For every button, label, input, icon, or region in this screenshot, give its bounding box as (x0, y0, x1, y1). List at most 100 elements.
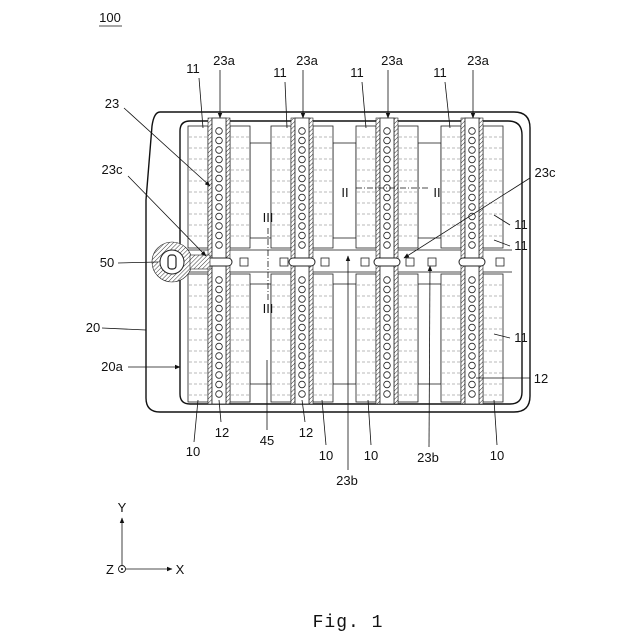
bus-bar-hole (216, 362, 223, 369)
bus-bar-hole (469, 223, 476, 230)
leader-10-a (194, 400, 198, 442)
bus-bar-hole (384, 232, 391, 239)
label-23a: 23a (467, 53, 489, 68)
bus-bar-hole (299, 147, 306, 154)
bus-bar-hole (299, 277, 306, 284)
battery-cell (356, 126, 376, 248)
bus-bar-hole (299, 213, 306, 220)
bus-bar-hole (384, 381, 391, 388)
bus-connector (459, 258, 485, 266)
bus-bar-hole (469, 128, 476, 135)
battery-cell (483, 274, 503, 402)
bus-bar-hole (216, 372, 223, 379)
bus-bar-hole (299, 194, 306, 201)
bus-bar-hole (299, 137, 306, 144)
bus-bar-hole (216, 334, 223, 341)
bus-bar-hole (469, 232, 476, 239)
bus-bar-hole (469, 156, 476, 163)
bus-bar-hole (216, 315, 223, 322)
bus-bar-hole (384, 305, 391, 312)
bus-bar-hole (469, 175, 476, 182)
battery-cell (271, 274, 291, 402)
label-12: 12 (534, 371, 548, 386)
bus-connector (289, 258, 315, 266)
leader-10-b (322, 400, 326, 445)
label-10: 10 (490, 448, 504, 463)
bus-bar-hole (216, 296, 223, 303)
bus-bar-hole (216, 194, 223, 201)
bus-bar-hole (384, 286, 391, 293)
label-20a: 20a (101, 359, 123, 374)
bus-bar-hole (469, 242, 476, 249)
label-10: 10 (364, 448, 378, 463)
duct-frame (333, 284, 356, 384)
label-23: 23 (105, 96, 119, 111)
bus-bar-hole (469, 286, 476, 293)
battery-cell (441, 126, 461, 248)
label-23b: 23b (417, 450, 439, 465)
label-section-III: III (263, 210, 274, 225)
label-section-II: II (341, 185, 348, 200)
bus-bar-hole (469, 391, 476, 398)
label-10: 10 (319, 448, 333, 463)
battery-cell (313, 274, 333, 402)
bus-bar-hole (299, 391, 306, 398)
bus-bar-hole (384, 242, 391, 249)
bus-bar-hole (384, 175, 391, 182)
label-23a: 23a (381, 53, 403, 68)
bus-bar-hole (299, 286, 306, 293)
bus-bar-hole (216, 391, 223, 398)
terminal-square (406, 258, 414, 266)
bus-bar-hole (216, 166, 223, 173)
bus-bar-hole (216, 324, 223, 331)
bus-bar-hole (469, 353, 476, 360)
bus-bar-hole (299, 175, 306, 182)
bus-bar-hole (299, 315, 306, 322)
label-23a: 23a (213, 53, 235, 68)
cell-groups (188, 118, 504, 404)
label-12: 12 (215, 425, 229, 440)
label-45: 45 (260, 433, 274, 448)
terminal-square (321, 258, 329, 266)
bus-bar-hole (216, 204, 223, 211)
bus-bar-hole (216, 128, 223, 135)
bus-bar-hole (469, 381, 476, 388)
bus-bar-hole (469, 166, 476, 173)
bus-bar-hole (384, 128, 391, 135)
bus-bar-hole (384, 204, 391, 211)
bus-bar-hole (384, 213, 391, 220)
bus-bar-hole (469, 204, 476, 211)
bus-bar-hole (299, 305, 306, 312)
bus-bar-hole (469, 315, 476, 322)
bus-bar-hole (469, 305, 476, 312)
bus-bar-hole (384, 324, 391, 331)
label-11: 11 (514, 330, 528, 345)
bus-bar-hole (299, 353, 306, 360)
battery-cell (188, 274, 208, 402)
terminal-square (496, 258, 504, 266)
bus-bar-hole (469, 185, 476, 192)
label-23a: 23a (296, 53, 318, 68)
bus-bar-hole (384, 372, 391, 379)
bus-bar-hole (469, 194, 476, 201)
label-11: 11 (514, 238, 528, 253)
bus-bar-hole (216, 353, 223, 360)
bus-bar-hole (299, 204, 306, 211)
bus-bar-hole (384, 147, 391, 154)
bus-bar-hole (216, 343, 223, 350)
label-section-III: III (263, 301, 274, 316)
bus-bar-hole (384, 362, 391, 369)
bus-bar-hole (299, 296, 306, 303)
battery-cell (271, 126, 291, 248)
y-axis-label: Y (118, 500, 127, 515)
battery-cell (441, 274, 461, 402)
bus-bar-hole (299, 166, 306, 173)
leader-23b-b (429, 266, 430, 447)
bus-bar-hole (299, 242, 306, 249)
bus-bar-hole (299, 362, 306, 369)
bus-bar-hole (384, 334, 391, 341)
bus-bar-hole (384, 223, 391, 230)
battery-cell (398, 274, 418, 402)
label-12: 12 (299, 425, 313, 440)
bus-bar-hole (384, 137, 391, 144)
